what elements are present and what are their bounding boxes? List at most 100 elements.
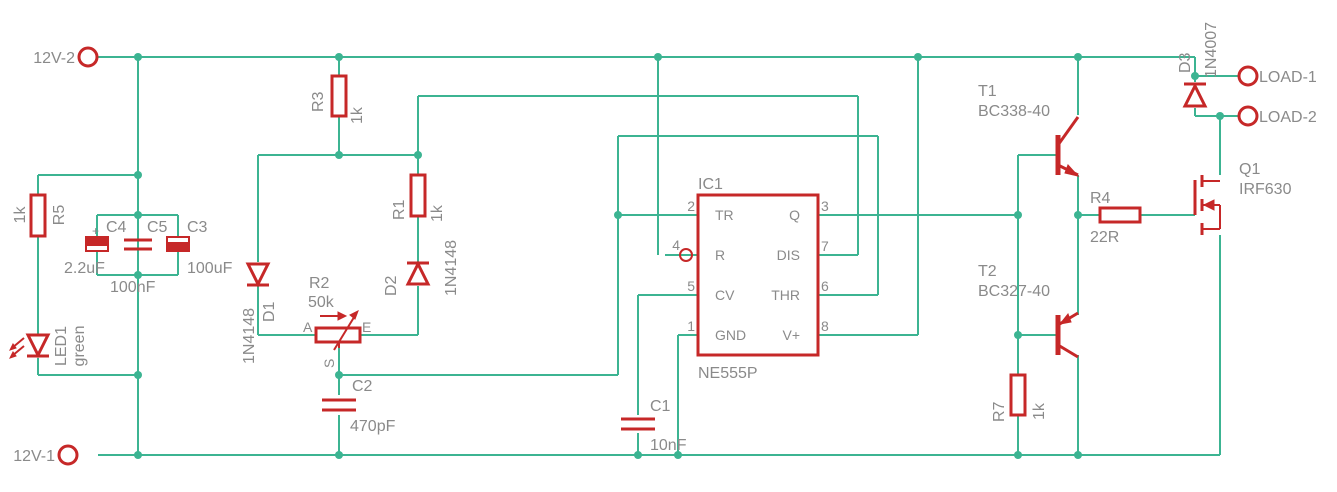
part-ref: R2 [309,275,330,292]
part-ref: D2 [383,275,400,296]
terminal-label: 12V-2 [33,50,75,67]
junction [134,171,142,179]
part-ref: R3 [310,91,327,112]
pin-number: 6 [821,278,829,294]
part-value: 22R [1090,229,1119,246]
part-ref: D3 [1177,52,1194,73]
ic1-ne555p[interactable]: IC1 NE555P 2 TR 4 R 5 CV 1 GND 3 Q 7 DIS… [672,176,829,382]
part-value: 1k [349,106,366,124]
pin-name: GND [715,327,746,343]
transistor-t2[interactable]: T2 BC327-40 [978,263,1079,359]
part-ref: R7 [991,401,1008,422]
terminal-12v-2[interactable]: 12V-2 [33,46,99,68]
resistor-r4[interactable]: R4 22R [1090,190,1142,246]
part-value: 1N4148 [443,240,460,296]
pin-number: 4 [672,237,680,253]
part-value: 100nF [110,279,156,296]
terminal-12v-1[interactable]: 12V-1 [13,444,79,466]
junction [1014,211,1022,219]
resistor-r5[interactable]: 1k R5 [12,193,68,238]
junction [134,211,142,219]
transistor-t1[interactable]: T1 BC338-40 [978,83,1080,177]
junction [134,53,142,61]
junction [1216,112,1224,120]
junction [914,53,922,61]
part-ref: T1 [978,83,997,100]
pin-name: R [715,247,725,263]
part-ref: C2 [352,378,373,395]
capacitor-c2[interactable]: C2 470pF [322,378,396,435]
pin-name: Q [789,207,800,223]
junction [1191,72,1199,80]
capacitor-c4[interactable]: + C4 2.2uF [64,219,127,277]
part-value: BC327-40 [978,283,1050,300]
junction [335,53,343,61]
pin-label: A [303,319,313,335]
pin-name: DIS [777,247,800,263]
pin-label: E [362,319,371,335]
junction [634,451,642,459]
pin-number: 2 [687,198,695,214]
part-ref: D1 [261,301,278,322]
capacitor-c3[interactable]: C3 100uF [166,219,233,277]
part-value: 10nF [650,437,687,454]
pin-label: S [321,359,337,368]
terminal-load-1[interactable]: LOAD-1 [1237,65,1317,87]
junction [335,151,343,159]
part-value: BC338-40 [978,103,1050,120]
part-ref: C4 [106,219,127,236]
capacitor-c5[interactable]: C5 100nF [110,219,168,296]
pin-name: THR [771,287,800,303]
junction [335,371,343,379]
led-led1[interactable]: LED1 green [9,326,88,367]
part-ref: T2 [978,263,997,280]
terminal-label: LOAD-1 [1259,69,1317,86]
mosfet-q1[interactable]: Q1 IRF630 [1193,161,1292,235]
part-value: 1k [12,206,29,224]
junction [1014,451,1022,459]
part-value: NE555P [698,365,758,382]
resistor-r7[interactable]: R7 1k [991,373,1048,422]
terminal-label: LOAD-2 [1259,109,1317,126]
resistor-r1[interactable]: R1 1k [391,173,446,222]
wires [37,56,1240,456]
terminal-load-2[interactable]: LOAD-2 [1237,105,1317,127]
part-value: 50k [308,294,335,311]
pin-name: V+ [782,327,800,343]
part-value: IRF630 [1239,181,1292,198]
junction [654,53,662,61]
capacitor-c1[interactable]: C1 10nF [621,398,687,454]
part-ref: R4 [1090,190,1111,207]
pin-name: TR [715,207,734,223]
diode-d2[interactable]: D2 1N4148 [383,240,460,296]
potentiometer-r2[interactable]: R2 50k A E S [303,275,371,368]
junction [1074,211,1082,219]
pin-number: 8 [821,318,829,334]
part-value: 1k [1031,402,1048,420]
part-value: green [71,326,88,367]
part-value: 1N4007 [1203,22,1220,78]
junctions [134,53,1224,459]
pin-number: 1 [687,318,695,334]
junction [674,451,682,459]
resistor-r3[interactable]: R3 1k [310,74,366,124]
part-ref: IC1 [698,176,723,193]
part-value: 1N4148 [241,308,258,364]
part-ref: C1 [650,398,671,415]
junction [1074,53,1082,61]
part-ref: C3 [187,219,208,236]
diode-d3[interactable]: D3 1N4007 [1177,22,1220,108]
diode-d1[interactable]: 1N4148 D1 [241,262,278,364]
junction [335,451,343,459]
part-ref: R5 [51,205,68,226]
junction [1074,451,1082,459]
junction [414,151,422,159]
pin-number: 5 [687,278,695,294]
pin-number: 7 [821,238,829,254]
part-ref: Q1 [1239,161,1260,178]
junction [1014,331,1022,339]
pin-number: 3 [821,198,829,214]
junction [134,451,142,459]
pin-name: CV [715,287,735,303]
